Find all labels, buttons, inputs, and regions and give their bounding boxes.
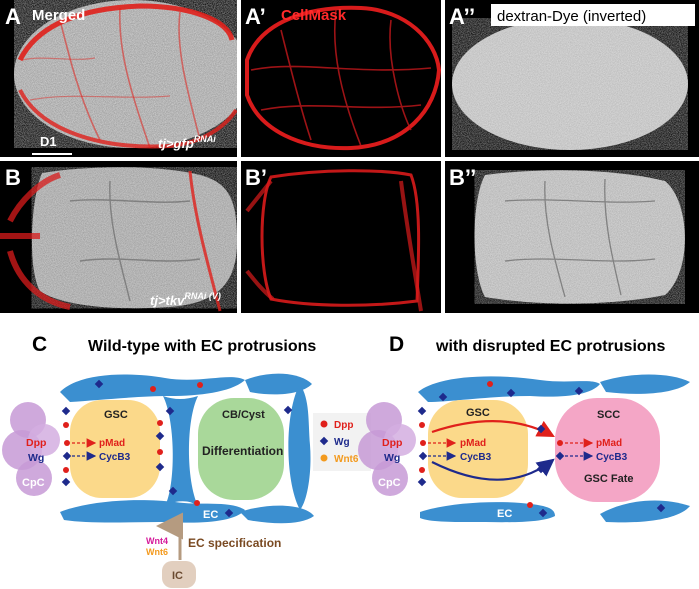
panel-a-caption: Merged bbox=[32, 7, 85, 24]
scc-cell-d bbox=[555, 398, 660, 502]
ec-label-d: EC bbox=[497, 508, 512, 520]
panel-a2-letter: A’’ bbox=[449, 4, 475, 29]
panel-a1-letter: A’ bbox=[245, 4, 266, 29]
wg-label-d: Wg bbox=[384, 452, 400, 464]
panel-b-genotype: tj>tkvRNAi (V) bbox=[150, 291, 221, 308]
gsc-label-c: GSC bbox=[104, 409, 128, 421]
diagram-d: D with disrupted EC protrusions CpC GSC … bbox=[358, 333, 690, 523]
legend-dpp: Dpp bbox=[334, 420, 353, 431]
panel-b1-letter: B’ bbox=[245, 165, 267, 190]
escort-cells-d bbox=[418, 374, 690, 523]
gsc-cell-c bbox=[70, 400, 160, 498]
pmad2-label-d: pMad bbox=[596, 438, 622, 449]
cycb3-label-c: CycB3 bbox=[99, 452, 131, 463]
cpc-label-c: CpC bbox=[22, 477, 45, 489]
panel-b2: B’’ bbox=[445, 161, 699, 313]
panel-a2-caption-box bbox=[491, 4, 695, 26]
membrane-red-edge bbox=[17, 3, 235, 62]
differentiation-label-c: Differentiation bbox=[202, 444, 283, 458]
panel-a2: A’’ dextran-Dye (inverted) bbox=[445, 0, 699, 157]
wnt6-label: Wnt6 bbox=[146, 547, 168, 557]
cellmask-outline-b bbox=[260, 169, 421, 307]
cb-cyst-cell-c bbox=[198, 398, 284, 500]
panel-b-letter: B bbox=[5, 165, 21, 190]
cpc-cluster-d bbox=[358, 402, 416, 496]
cpc-cluster-c bbox=[2, 402, 60, 496]
diagram-c-title: Wild-type with EC protrusions bbox=[88, 338, 316, 355]
diagram-d-title: with disrupted EC protrusions bbox=[435, 338, 665, 355]
pmad-label-d: pMad bbox=[460, 438, 486, 449]
cellmask-outline bbox=[245, 5, 441, 151]
wnt4-label: Wnt4 bbox=[146, 536, 168, 546]
pmad-label-c: pMad bbox=[99, 438, 125, 449]
cycb3-2-label-d: CycB3 bbox=[596, 452, 628, 463]
legend-wg: Wg bbox=[334, 437, 350, 448]
ligand-markers-c bbox=[61, 379, 293, 518]
gsc-label-d: GSC bbox=[466, 407, 490, 419]
ec-spec-label: EC specification bbox=[188, 536, 281, 550]
panel-a2-caption: dextran-Dye (inverted) bbox=[497, 8, 646, 25]
scc-label-d: SCC bbox=[597, 409, 620, 421]
panel-a1: A’ CellMask bbox=[241, 0, 441, 157]
ic-label: IC bbox=[172, 570, 183, 582]
cpc-label-d: CpC bbox=[378, 477, 401, 489]
gsc-cell-d bbox=[428, 400, 528, 498]
ec-label-c: EC bbox=[203, 509, 218, 521]
diagram-c-letter: C bbox=[32, 333, 47, 356]
panel-b1: B’ bbox=[241, 161, 441, 313]
ligand-markers-d bbox=[417, 381, 666, 518]
ic-cell bbox=[162, 561, 196, 588]
dpp-label-c: Dpp bbox=[26, 437, 46, 449]
panel-a1-caption: CellMask bbox=[281, 7, 347, 24]
panel-a-genotype: tj>gfpRNAi bbox=[158, 134, 216, 151]
gsc-fate-label-d: GSC Fate bbox=[584, 473, 634, 485]
panel-b: B tj>tkvRNAi (V) bbox=[0, 161, 237, 313]
diagram-d-letter: D bbox=[389, 333, 404, 356]
panel-b2-letter: B’’ bbox=[449, 165, 476, 190]
panel-a: A Merged D1 tj>gfpRNAi bbox=[0, 0, 237, 157]
cycb3-label-d: CycB3 bbox=[460, 452, 492, 463]
scale-bar-label: D1 bbox=[40, 134, 57, 149]
diagram-c: C Wild-type with EC protrusions CpC GSC … bbox=[2, 333, 371, 588]
wg-label-c: Wg bbox=[28, 452, 44, 464]
dpp-label-d: Dpp bbox=[382, 437, 402, 449]
panel-a-letter: A bbox=[5, 4, 21, 29]
legend-wnt6: Wnt6 bbox=[334, 454, 359, 465]
cb-cyst-label-c: CB/Cyst bbox=[222, 409, 265, 421]
